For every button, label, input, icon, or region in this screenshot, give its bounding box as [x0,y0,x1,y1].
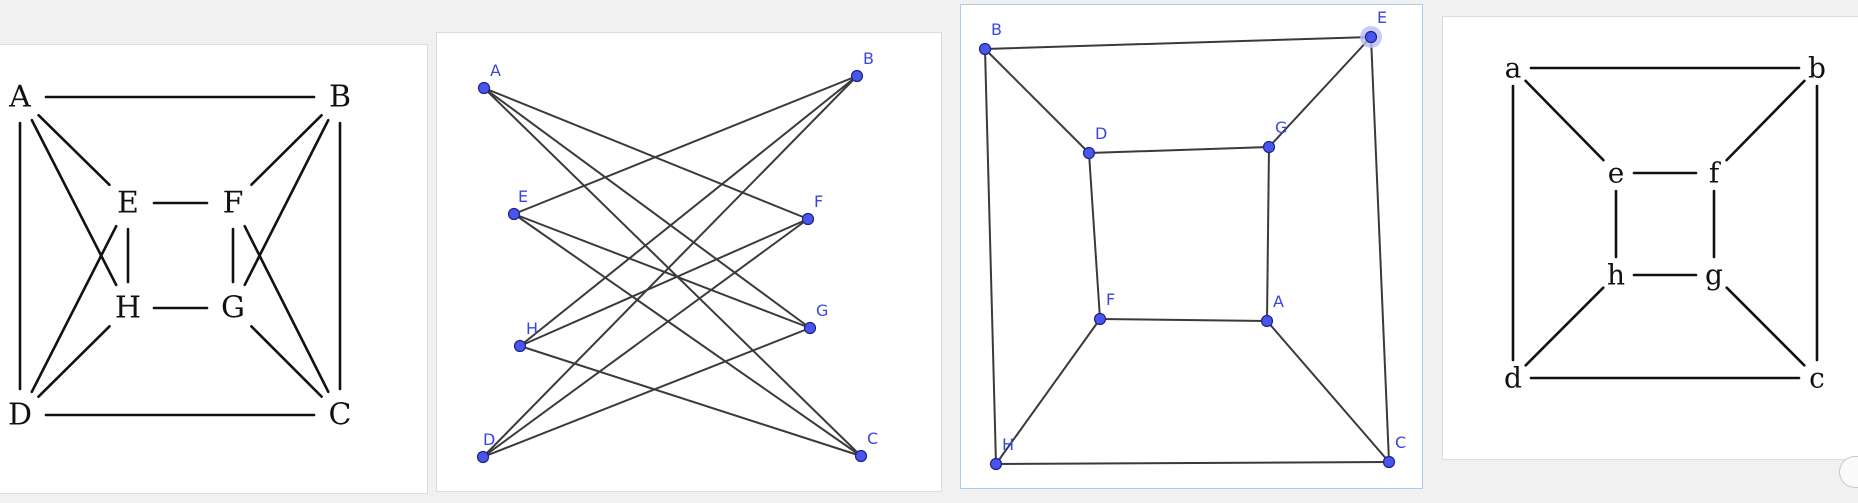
vertex-label-H: H [115,291,141,326]
vertex-label-B: B [991,20,1002,39]
graph-panel-cube[interactable]: B E D G F A H C [960,4,1423,489]
vertex-H[interactable] [989,457,1003,471]
graph-panel-lowercase-square[interactable]: a b e f h g d c [1442,16,1858,460]
vertex-C[interactable] [1382,455,1396,469]
edge-B-D [984,48,1090,154]
edge-A-F [1099,318,1268,322]
vertex-label-D: D [1095,124,1107,143]
edge-A-G [483,87,811,329]
vertex-label-h: h [1607,259,1625,292]
edge-D-G [482,327,811,458]
edge-A-H [30,118,118,287]
vertex-G[interactable] [1262,140,1276,154]
graph-panel-serif-square[interactable]: A B E F H G D C [0,44,428,494]
vertex-label-D: D [483,430,495,449]
scroll-next-button[interactable] [1839,456,1858,488]
edge-B-F [250,113,323,187]
edge-b-f [1725,79,1806,162]
edge-A-F [483,87,809,220]
vertex-label-E: E [117,186,139,221]
vertex-label-e: e [1608,157,1625,190]
vertex-label-H: H [1002,435,1014,454]
edge-A-E [37,113,111,187]
vertex-label-d: d [1504,362,1522,395]
edge-E-C [1370,36,1390,463]
vertex-label-G: G [816,301,828,320]
edge-C-F [243,224,330,394]
vertex-A[interactable] [1260,314,1274,328]
edge-B-G [243,118,330,287]
edge-H-B [519,75,858,347]
vertex-A[interactable] [477,81,491,95]
vertex-label-a: a [1505,52,1522,85]
vertex-H[interactable] [513,339,527,353]
graph-canvas: A B E F H G D C [8,80,352,433]
vertex-G[interactable] [803,321,817,335]
edge-G-A [1266,146,1270,322]
vertex-label-E: E [1377,8,1387,27]
vertex-label-c: c [1809,362,1825,395]
edge-H-C [519,345,862,457]
graph-canvas: B E D G F A H C [978,8,1406,471]
vertex-label-b: b [1808,52,1826,85]
vertex-label-C: C [329,398,352,433]
vertex-label-C: C [867,429,878,448]
vertex-label-F: F [1106,290,1115,309]
vertex-E[interactable] [507,207,521,221]
edge-D-F [482,218,809,458]
vertex-label-g: g [1705,259,1723,292]
edge-H-F [995,318,1101,465]
edge-d-h [1524,286,1605,367]
vertex-B[interactable] [978,42,992,56]
edge-D-B [482,75,858,458]
edge-E-G [1268,36,1372,148]
edge-E-G [513,213,811,329]
vertex-D[interactable] [1082,146,1096,160]
vertex-label-E: E [518,187,528,206]
edge-c-g [1725,286,1806,367]
graph-canvas: A E H D B F G C [476,49,878,464]
vertex-label-C: C [1395,433,1406,452]
vertex-label-f: f [1709,157,1722,190]
edge-C-H [995,461,1390,465]
edge-C-A [1266,320,1390,463]
edge-E-C [513,213,862,457]
edge-B-E [984,36,1372,50]
vertex-C[interactable] [854,449,868,463]
edge-F-D [1088,152,1101,320]
vertex-D[interactable] [476,450,490,464]
vertex-label-H: H [526,319,538,338]
vertex-label-F: F [223,186,244,221]
vertex-label-A: A [8,80,31,115]
edge-H-F [519,218,809,347]
edge-a-e [1524,79,1605,162]
graph-canvas: a b e f h g d c [1504,52,1826,395]
edge-D-G [1088,146,1270,154]
edge-D-E [30,224,118,394]
vertex-E[interactable] [1364,30,1378,44]
vertex-label-D: D [8,398,32,433]
vertex-B[interactable] [850,69,864,83]
edge-E-B [513,75,858,215]
vertex-label-A: A [1273,292,1284,311]
vertex-label-G: G [221,291,245,326]
edge-C-G [250,325,323,398]
edge-H-B [984,48,997,465]
graph-panel-bipartite[interactable]: A E H D B F G C [436,32,942,492]
edge-D-H [37,324,111,399]
vertex-label-B: B [863,49,874,68]
edge-A-C [483,87,862,457]
vertex-label-A: A [490,61,501,80]
vertex-F[interactable] [801,212,815,226]
vertex-label-F: F [814,192,823,211]
vertex-F[interactable] [1093,312,1107,326]
vertex-label-G: G [1275,118,1287,137]
vertex-label-B: B [329,80,351,115]
